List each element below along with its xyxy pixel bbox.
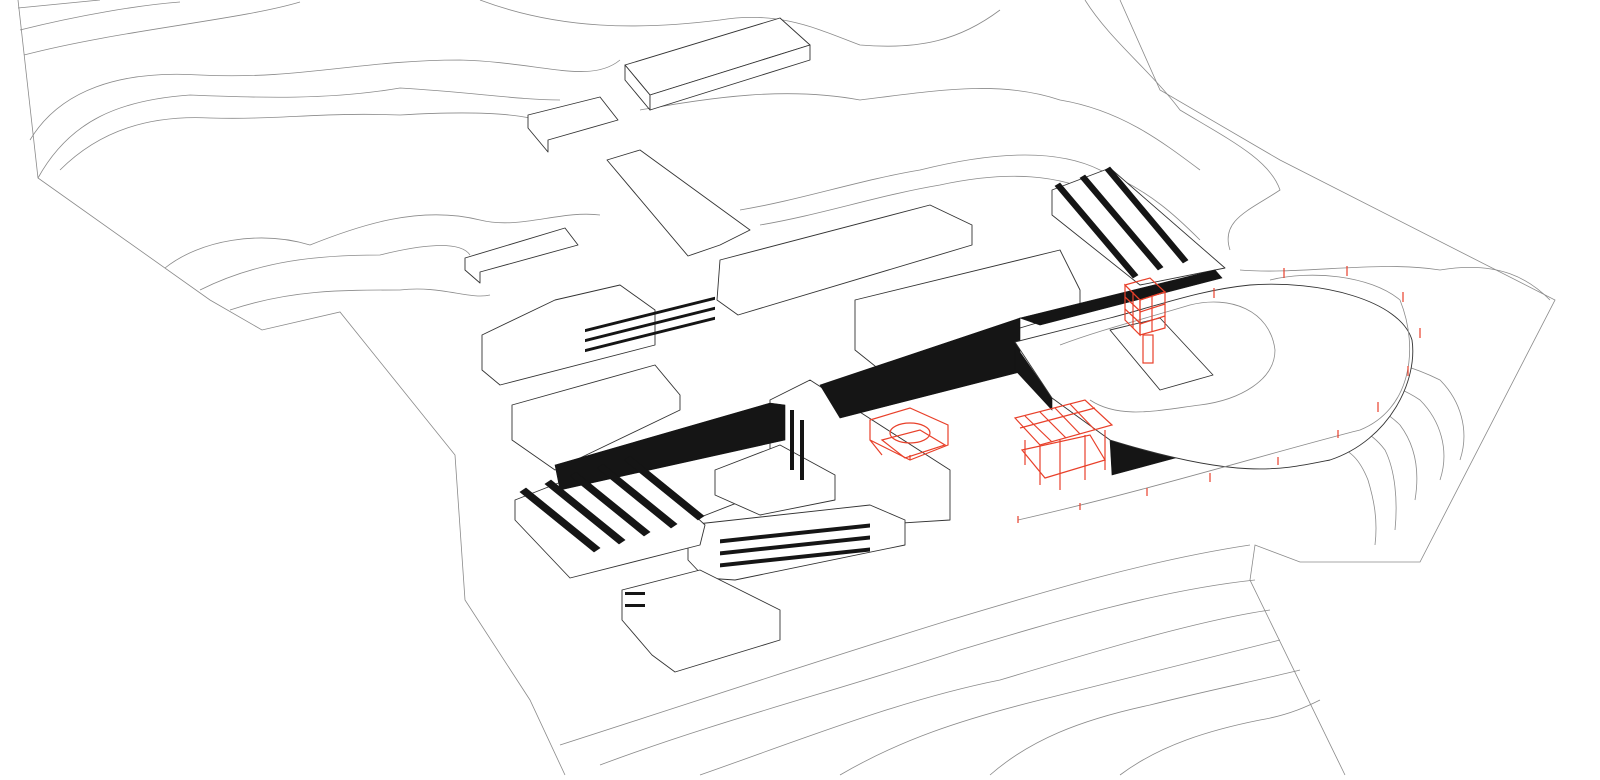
building-offices [481, 284, 656, 386]
red-tower [1123, 277, 1167, 364]
courtyard-void [1109, 317, 1214, 391]
red-path-markers [1017, 266, 1421, 523]
platform-left-wall [1014, 344, 1053, 411]
corridor-north [1018, 269, 1223, 326]
glazed-corridors [554, 269, 1243, 491]
terrain-contours [17, 0, 1551, 776]
raised-platform [1014, 274, 1414, 521]
window-pattern [585, 296, 870, 607]
red-pavilion [1013, 399, 1114, 490]
sawtooth-skylights [519, 166, 1189, 553]
building-small-mid [464, 227, 579, 284]
building-west-hall [511, 364, 681, 471]
building-long-wing [606, 149, 751, 257]
red-octagon-pavilion [869, 407, 949, 461]
building-north-shed-front [649, 44, 811, 111]
site-boundary [17, 0, 1556, 776]
building-south-block [621, 569, 781, 673]
building-mid-shed [716, 204, 973, 316]
red-interventions [869, 266, 1421, 523]
building-small-north [527, 96, 619, 153]
corridor-west [554, 402, 786, 491]
building-sawtooth-north [1051, 167, 1226, 286]
building-inner-hall [714, 444, 836, 516]
